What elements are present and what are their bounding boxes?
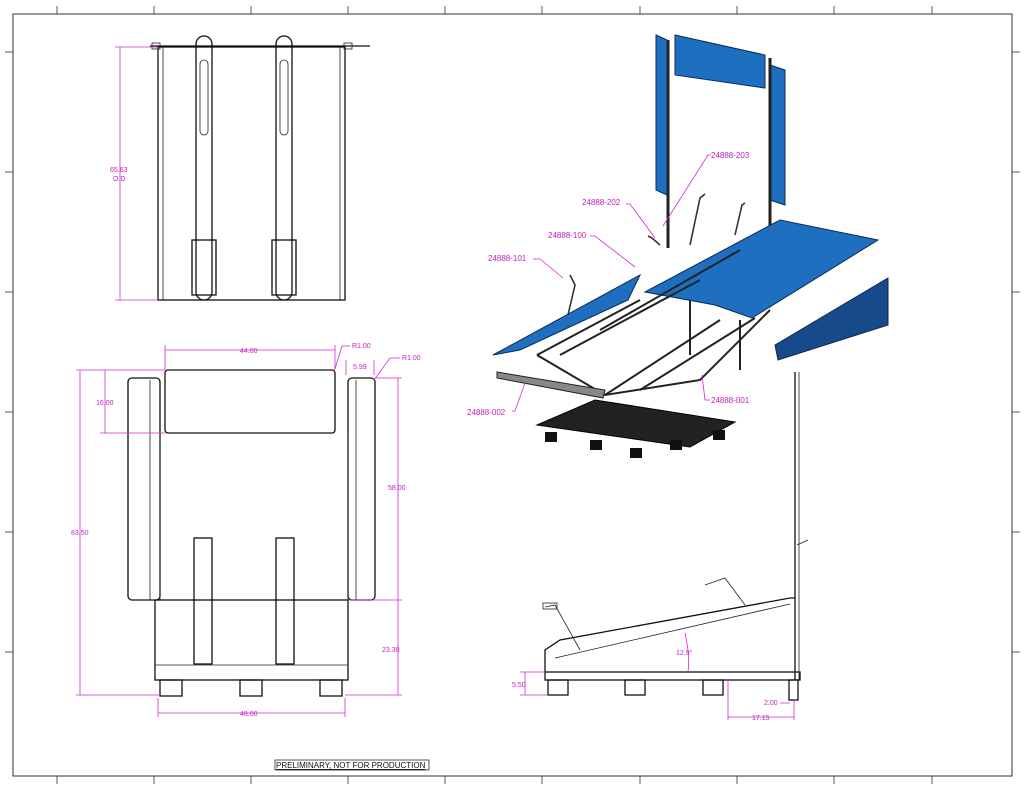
dim-post: 2.00	[764, 700, 778, 707]
dim-side-height: 58.00	[388, 485, 406, 492]
dim-sign-width: 44.00	[240, 348, 258, 355]
drawing-border	[12, 13, 1013, 777]
bike-holder-left	[191, 35, 217, 301]
frame-24888-001	[536, 249, 771, 397]
dim-angle: 12.9°	[676, 649, 693, 657]
preliminary-note: PRELIMINARY, NOT FOR PRODUCTION	[276, 761, 426, 770]
part-label: 24888-002	[467, 408, 506, 417]
part-label: 24888-100	[548, 231, 587, 240]
part-24888-002	[496, 371, 606, 399]
dim-sign-radius: R1.00	[352, 343, 371, 350]
front-view: 44.00 R1.00 5.99 R1.00 16.00 83.50 58.00…	[71, 343, 421, 718]
dim-offset: 5.99	[353, 364, 367, 371]
dim-sign-height: 16.00	[96, 400, 114, 407]
bike-holders	[567, 193, 746, 316]
dim-height-note: O.D	[113, 176, 125, 183]
pallet	[535, 399, 737, 448]
dim-base-height: 23.30	[382, 647, 400, 654]
part-label: 24888-001	[711, 396, 750, 405]
part-label: 24888-101	[488, 254, 527, 263]
dim-side-radius: R1.00	[402, 355, 421, 362]
right-wedge-panel	[774, 277, 889, 361]
dim-foot-height: 5.50	[512, 682, 526, 689]
sign-panel-iso	[674, 34, 766, 89]
right-side-panel	[769, 64, 786, 206]
iso-view: 24888-203 24888-202 24888-100 24888-101 …	[467, 34, 889, 458]
base	[154, 599, 349, 681]
dim-total-height: 83.50	[71, 530, 89, 537]
part-label: 24888-203	[711, 151, 750, 160]
dim-overhang: 17.15	[752, 715, 770, 722]
deck-panel	[643, 219, 880, 319]
left-side-panel	[655, 34, 668, 196]
dim-height: 65.63	[110, 167, 128, 174]
left-wedge-panel	[492, 273, 642, 356]
part-label: 24888-202	[582, 198, 621, 207]
sign-panel	[164, 369, 336, 434]
top-view: 65.63 O.D	[110, 35, 370, 301]
border-ticks	[5, 6, 1020, 784]
side-view: 12.9° 5.50 2.00 17.15	[512, 372, 809, 722]
bike-holder-right	[271, 35, 297, 301]
dim-base-width: 48.00	[240, 711, 258, 718]
